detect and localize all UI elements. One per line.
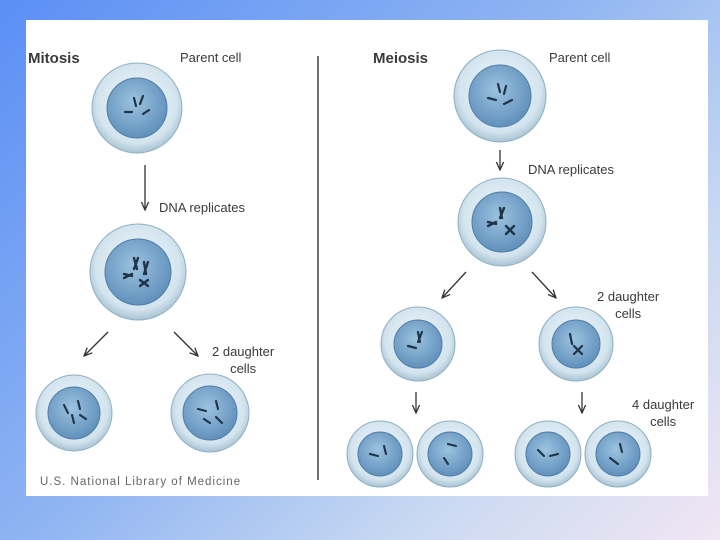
mitosis-arrow-left	[84, 331, 109, 356]
meiosis-replicate-label: DNA replicates	[528, 162, 614, 177]
mitosis-parent-label: Parent cell	[180, 50, 242, 65]
meiosis-gamete-cell	[514, 420, 582, 488]
meiosis-parent-cell	[453, 49, 547, 143]
meiosis-four-line1: 4 daughter	[632, 397, 695, 412]
meiosis-arrow-right	[531, 271, 556, 298]
meiosis-arrow-left	[442, 271, 467, 298]
meiosis-daughter-cell	[380, 306, 456, 382]
mitosis-parent-cell	[91, 62, 183, 154]
meiosis-gamete-cell	[346, 420, 414, 488]
meiosis-daughter-cell	[538, 306, 614, 382]
diagram-card: Mitosis Parent cell DNA replicates 2 dau…	[26, 20, 708, 496]
mitosis-daughters-line1: 2 daughter	[212, 344, 275, 359]
meiosis-replicated-cell	[457, 177, 547, 267]
mitosis-daughter-cell	[35, 374, 113, 452]
meiosis-gamete-cell	[416, 420, 484, 488]
mitosis-title: Mitosis	[28, 50, 80, 67]
meiosis-gamete-cell	[584, 420, 652, 488]
meiosis-four-daughters-label: 4 daughter cells	[632, 396, 694, 430]
meiosis-four-line2: cells	[650, 414, 677, 429]
mitosis-replicate-label: DNA replicates	[159, 200, 245, 215]
meiosis-daughters-label: 2 daughter cells	[597, 288, 659, 322]
mitosis-replicated-cell	[89, 223, 187, 321]
meiosis-title: Meiosis	[373, 50, 429, 67]
meiosis-daughters-line1: 2 daughter	[597, 289, 660, 304]
meiosis-parent-label: Parent cell	[549, 50, 611, 65]
mitosis-daughters-label: 2 daughter cells	[212, 343, 274, 377]
mitosis-daughters-line2: cells	[230, 361, 257, 376]
source-credit: U.S. National Library of Medicine	[40, 476, 242, 488]
meiosis-daughters-line2: cells	[615, 306, 642, 321]
mitosis-arrow-right	[173, 331, 198, 356]
cell-division-diagram	[35, 49, 652, 488]
mitosis-daughter-cell	[170, 373, 250, 453]
